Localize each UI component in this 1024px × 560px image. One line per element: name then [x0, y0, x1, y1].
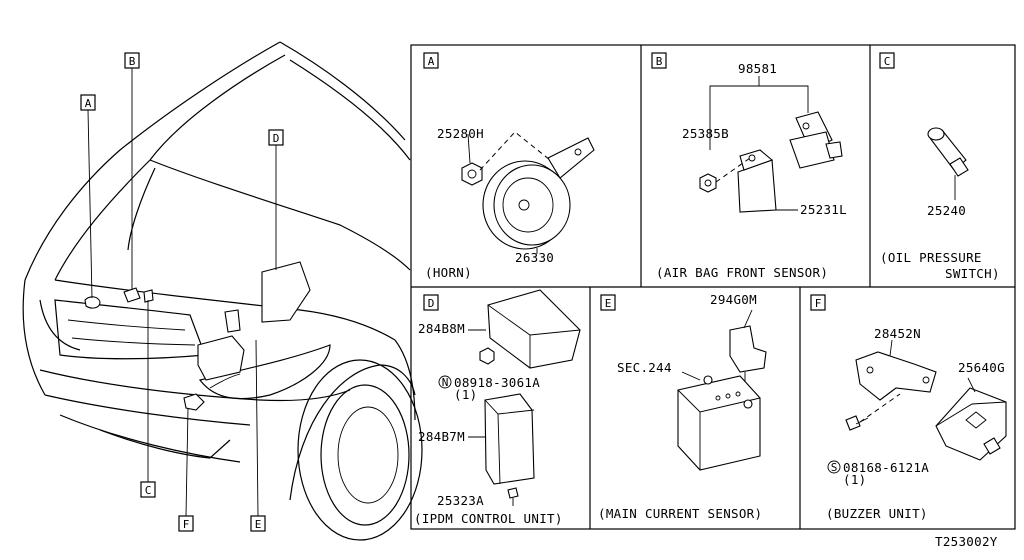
horn-icon — [482, 137, 595, 250]
svg-text:(OIL PRESSURE: (OIL PRESSURE — [880, 250, 982, 265]
nut-icon — [699, 173, 717, 193]
svg-text:B: B — [129, 55, 136, 68]
screw-icon — [845, 415, 869, 431]
bolt-icon — [507, 487, 519, 506]
svg-text:A: A — [428, 55, 435, 68]
buzzer-bracket-icon — [855, 351, 937, 401]
svg-text:25385B: 25385B — [682, 126, 729, 141]
panel-d: D 284B8M N 08918-3061A (1) 284B7M 25323A… — [414, 289, 581, 526]
svg-text:D: D — [273, 132, 280, 145]
panel-f: F 28452N 25640G S 08168-6121A (1) (BUZZE… — [810, 294, 1007, 521]
callout-e: E — [250, 515, 266, 532]
callout-a: A — [80, 94, 96, 111]
svg-text:284B7M: 284B7M — [418, 429, 465, 444]
ipdm-unit-icon — [484, 393, 535, 485]
svg-text:08918-3061A: 08918-3061A — [454, 375, 540, 390]
svg-text:SWITCH): SWITCH) — [945, 266, 1000, 281]
car-front-illustration — [22, 41, 423, 541]
callout-d: D — [268, 129, 284, 146]
svg-text:(BUZZER UNIT): (BUZZER UNIT) — [826, 506, 928, 521]
svg-text:C: C — [145, 484, 152, 497]
svg-text:S: S — [831, 461, 838, 474]
svg-text:E: E — [605, 297, 612, 310]
svg-text:98581: 98581 — [738, 61, 777, 76]
sensor-icon — [789, 111, 843, 169]
svg-text:(IPDM CONTROL UNIT): (IPDM CONTROL UNIT) — [414, 511, 563, 526]
svg-text:28452N: 28452N — [874, 326, 921, 341]
bracket-icon — [737, 149, 777, 213]
panel-grid — [410, 44, 1016, 530]
panel-a: A 25280H 26330 (HORN) — [423, 52, 595, 280]
svg-text:SEC.244: SEC.244 — [617, 360, 672, 375]
svg-text:F: F — [183, 518, 190, 531]
svg-text:294G0M: 294G0M — [710, 292, 757, 307]
svg-text:08168-6121A: 08168-6121A — [843, 460, 929, 475]
svg-text:25640G: 25640G — [958, 360, 1005, 375]
oil-pressure-switch-icon — [927, 127, 969, 177]
svg-text:E: E — [255, 518, 262, 531]
svg-text:A: A — [85, 97, 92, 110]
svg-text:25280H: 25280H — [437, 126, 484, 141]
svg-text:25231L: 25231L — [800, 202, 847, 217]
callout-leaders — [87, 68, 277, 517]
callout-f: F — [178, 515, 194, 532]
svg-text:(1): (1) — [454, 387, 477, 402]
svg-text:(HORN): (HORN) — [425, 265, 472, 280]
svg-text:F: F — [815, 297, 822, 310]
svg-text:(MAIN CURRENT SENSOR): (MAIN CURRENT SENSOR) — [598, 506, 762, 521]
svg-text:25240: 25240 — [927, 203, 966, 218]
panel-e: E 294G0M SEC.244 (MAIN CURRENT SENSOR) — [598, 292, 767, 521]
svg-text:N: N — [442, 376, 449, 389]
svg-text:C: C — [884, 55, 891, 68]
svg-text:26330: 26330 — [515, 250, 554, 265]
battery-icon — [677, 375, 761, 471]
svg-text:(1): (1) — [843, 472, 866, 487]
panel-c: C 25240 (OIL PRESSURE SWITCH) — [879, 52, 1000, 281]
callout-c: C — [140, 481, 156, 498]
diagram-code: T253002Y — [935, 534, 998, 549]
svg-text:D: D — [428, 297, 435, 310]
svg-text:(AIR BAG FRONT SENSOR): (AIR BAG FRONT SENSOR) — [656, 265, 828, 280]
svg-text:284B8M: 284B8M — [418, 321, 465, 336]
ipdm-cover-icon — [487, 289, 581, 369]
callout-b: B — [124, 52, 140, 69]
svg-text:25323A: 25323A — [437, 493, 484, 508]
buzzer-unit-icon — [935, 387, 1007, 461]
nut-icon — [479, 347, 495, 365]
panel-b: B 98581 25385B 25231L (AIR BAG FRONT SEN… — [651, 52, 847, 280]
svg-text:B: B — [656, 55, 663, 68]
nut-icon — [461, 162, 483, 186]
